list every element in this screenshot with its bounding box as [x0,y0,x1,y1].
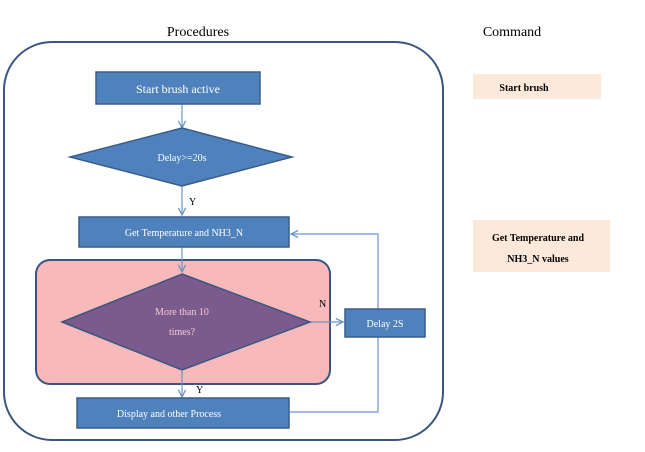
yes-label-loop: Y [196,385,203,396]
delay2-label: Delay 2S [367,319,404,330]
display-node: Display and other Process [76,397,290,429]
loop-check-node: More than 10 times? [59,273,313,371]
procedures-heading: Procedures [167,25,229,40]
command-start-brush-label: Start brush [499,83,549,94]
get-values-label: Get Temperature and NH3_N [125,228,243,239]
display-label: Display and other Process [117,409,221,420]
delay2-node: Delay 2S [344,308,426,338]
start-node: Start brush active [95,71,261,105]
command-get-values-label-1: Get Temperature and [492,233,584,244]
procedures-container [3,41,444,441]
arrow-delay2-return [291,234,379,336]
start-node-label: Start brush active [136,82,220,96]
command-heading: Command [483,25,541,40]
loop-check-label-2: times? [169,327,196,338]
command-get-values: Get Temperature and NH3_N values [473,220,610,272]
yes-label-delay: Y [189,197,196,208]
command-get-values-label-2: NH3_N values [507,254,569,265]
command-start-brush: Start brush [473,74,601,99]
no-label-loop: N [319,299,326,310]
arrow-display-return [290,336,379,413]
delay-check-label: Delay>=20s [157,153,206,164]
get-values-node: Get Temperature and NH3_N [78,216,290,248]
loop-check-label-1: More than 10 [155,307,209,318]
delay-check-node: Delay>=20s [67,127,295,187]
